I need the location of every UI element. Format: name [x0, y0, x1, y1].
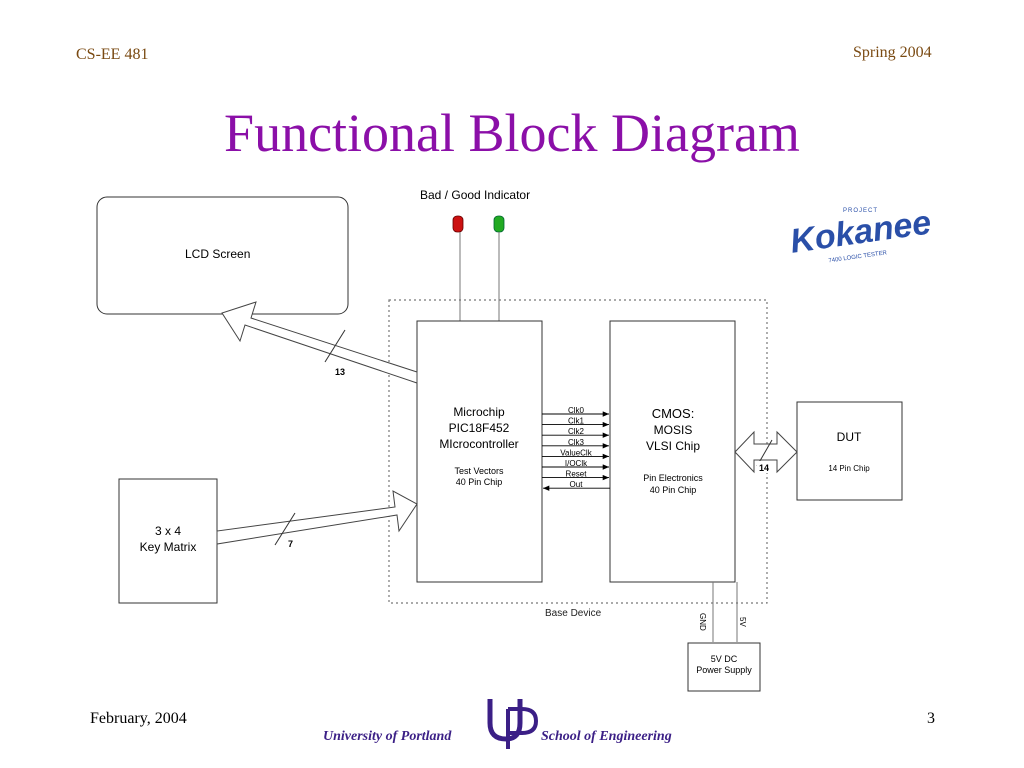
indicator-label: Bad / Good Indicator — [420, 188, 530, 202]
signal-label: ValueClk — [560, 448, 592, 457]
dut-label: DUT — [837, 430, 862, 444]
mcu-part: PIC18F452 — [449, 421, 510, 435]
kokanee-logo: PROJECT Kokanee 7400 LOGIC TESTER — [788, 203, 934, 264]
lcd-bus-width: 13 — [335, 367, 345, 377]
signal-label: Clk0 — [568, 406, 585, 415]
cmos-sub1: Pin Electronics — [643, 473, 703, 483]
university-logo — [487, 699, 539, 749]
base-device-boundary — [388, 299, 768, 604]
keypad-line2: Key Matrix — [140, 540, 197, 554]
course-label: CS-EE 481 — [76, 46, 149, 63]
footer-date: February, 2004 — [90, 710, 187, 727]
keypad-bus-width: 7 — [288, 539, 293, 549]
school-name: School of Engineering — [541, 729, 672, 744]
signal-label: Clk3 — [568, 438, 585, 447]
keypad-line1: 3 x 4 — [155, 524, 181, 538]
base-device-label: Base Device — [545, 608, 602, 619]
red-led-icon — [452, 215, 464, 322]
signal-label: Out — [570, 480, 584, 489]
psu-line2: Power Supply — [696, 665, 752, 675]
keypad-box — [118, 478, 218, 604]
cmos-line2: MOSIS — [654, 423, 693, 437]
green-led-icon — [493, 215, 505, 322]
dut-bus-width: 14 — [759, 463, 769, 473]
page-number: 3 — [927, 710, 935, 727]
lcd-bus-arrow: 13 — [221, 301, 418, 384]
psu-line1: 5V DC — [711, 654, 738, 664]
cmos-line3: VLSI Chip — [646, 439, 700, 453]
mcu-name: Microchip — [453, 405, 505, 419]
power-supply-box — [687, 642, 761, 692]
mcu-sub1: Test Vectors — [454, 466, 504, 476]
vcc-label: 5V — [738, 617, 747, 627]
slide-title: Functional Block Diagram — [224, 103, 800, 163]
signal-label: Clk2 — [568, 427, 585, 436]
mcu-sub2: 40 Pin Chip — [456, 477, 503, 487]
mcu-type: MIcrocontroller — [439, 437, 518, 451]
signal-label: I/OClk — [565, 459, 588, 468]
dut-box — [796, 401, 903, 501]
microcontroller-box — [416, 320, 543, 583]
gnd-label: GND — [698, 613, 707, 631]
svg-text:PROJECT: PROJECT — [843, 208, 878, 214]
svg-text:Kokanee: Kokanee — [788, 203, 934, 260]
lcd-screen-label: LCD Screen — [185, 247, 250, 261]
dut-bus-arrow: 14 — [734, 430, 798, 474]
signal-label: Reset — [566, 470, 588, 479]
university-name: University of Portland — [323, 729, 452, 744]
dut-sub: 14 Pin Chip — [828, 464, 870, 473]
keypad-bus-arrow: 7 — [216, 490, 418, 549]
signal-label: Clk1 — [568, 417, 585, 426]
term-label: Spring 2004 — [853, 44, 932, 61]
cmos-chip-box — [609, 320, 736, 583]
cmos-line1: CMOS: — [652, 406, 695, 421]
cmos-sub2: 40 Pin Chip — [650, 485, 697, 495]
